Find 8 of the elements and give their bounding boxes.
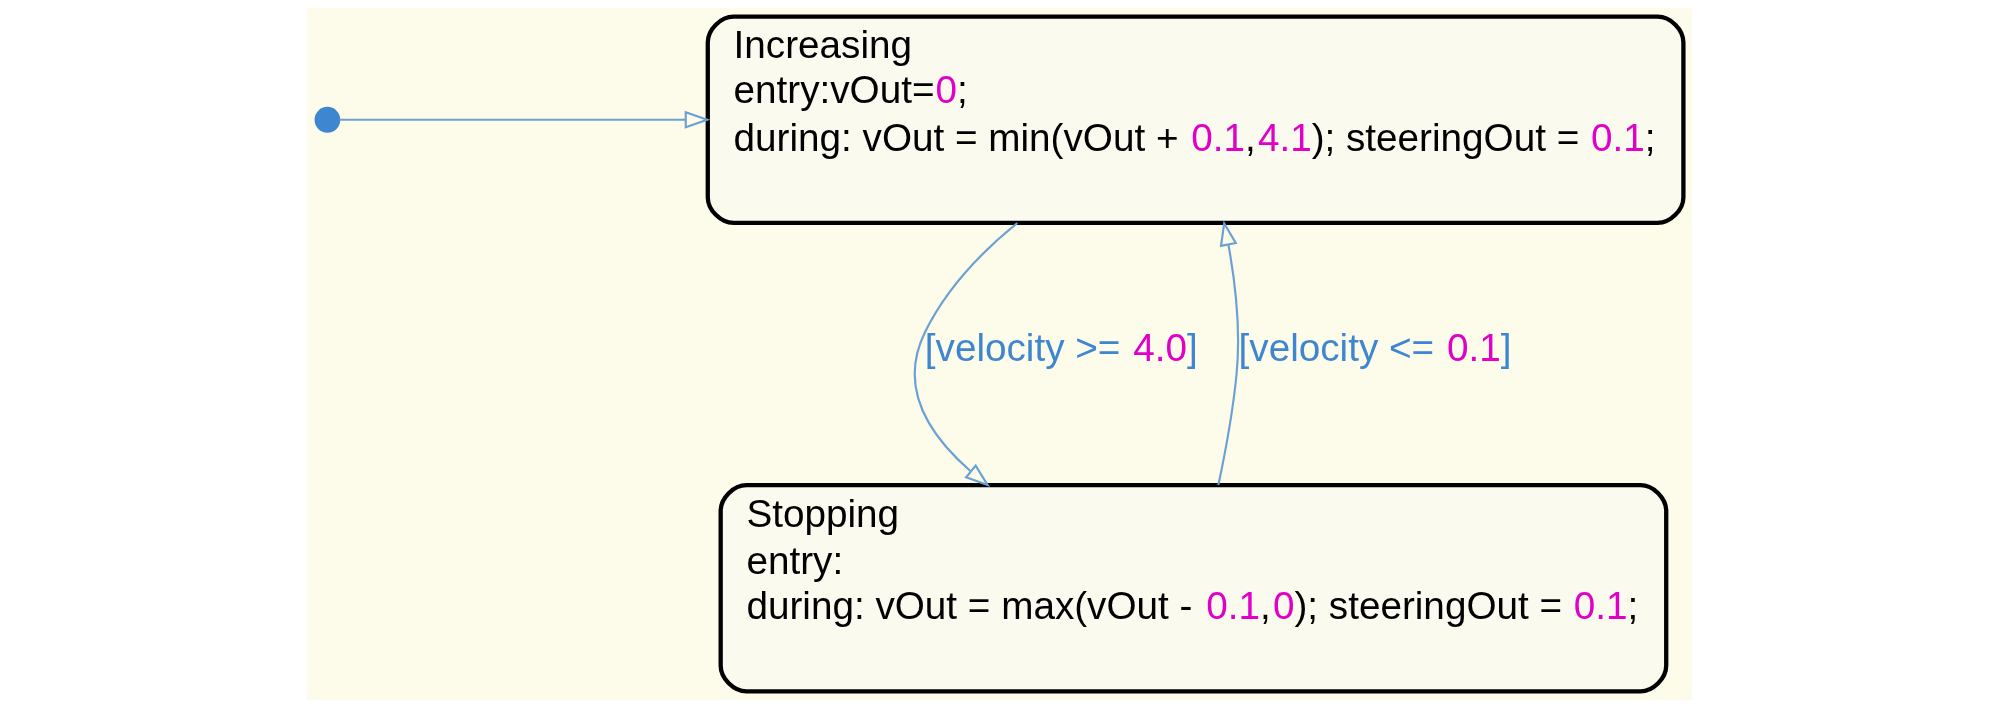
edge-label: [velocity <= 0.1] xyxy=(1238,326,1512,370)
arrow xyxy=(913,222,1018,488)
node-circle xyxy=(314,106,341,133)
node-box: Stopping entry: during: vOut = max(vOut - 0.1,0); steeringOut = 0.1; xyxy=(718,482,1669,694)
edge-label: [velocity >= 4.0] xyxy=(924,326,1198,370)
node-box: Increasing entry:vOut=0; during: vOut = min(vOut + 0.1,4.1); steeringOut = 0.1; xyxy=(705,14,1686,226)
arrow xyxy=(1217,220,1240,486)
arrow xyxy=(339,110,711,129)
